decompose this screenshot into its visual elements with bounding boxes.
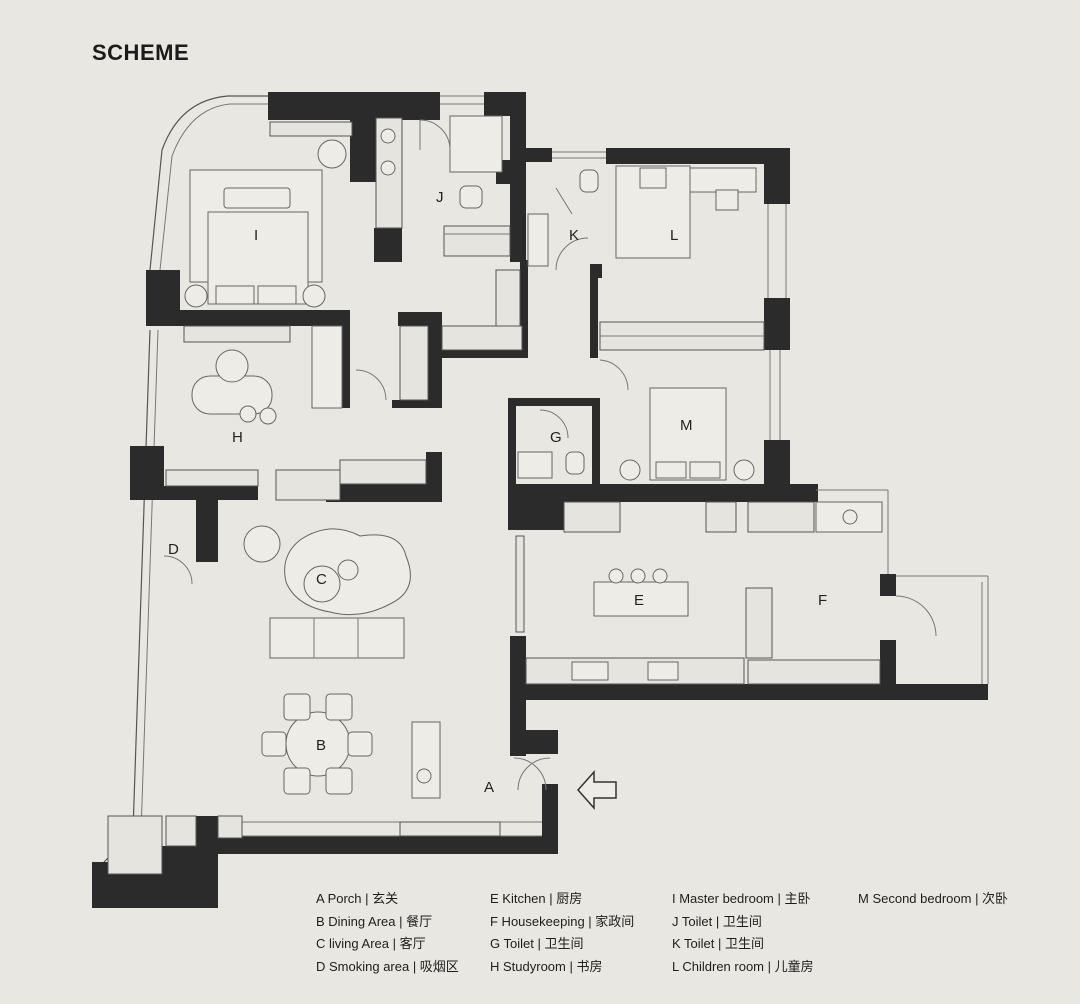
legend-item: F Housekeeping | 家政间 — [490, 913, 635, 929]
children-room-furniture — [599, 165, 765, 351]
room-label-h: H — [232, 429, 243, 446]
legend-col-2: E Kitchen | 厨房 F Housekeeping | 家政间 G To… — [490, 888, 634, 978]
entrance-arrow-icon — [576, 770, 617, 810]
studyroom-furniture — [165, 269, 523, 501]
legend-col-1: A Porch | 玄关 B Dining Area | 餐厅 C living… — [316, 888, 459, 978]
legend-col-3: I Master bedroom | 主卧 J Toilet | 卫生间 K T… — [672, 888, 814, 978]
legend-item: M Second bedroom | 次卧 — [858, 891, 1009, 906]
kitchen-furniture — [515, 501, 745, 685]
room-label-e: E — [634, 592, 644, 609]
legend-item: B Dining Area | 餐厅 — [316, 913, 433, 929]
room-label-b: B — [316, 737, 326, 754]
room-label-c: C — [316, 571, 327, 588]
second-bedroom-furniture — [599, 359, 755, 481]
room-label-m: M — [680, 417, 693, 434]
legend-col-4: M Second bedroom | 次卧 — [858, 888, 1008, 911]
legend-item: K Toilet | 卫生间 — [672, 936, 764, 951]
legend-item: C living Area | 客厅 — [316, 936, 426, 951]
legend-item: A Porch | 玄关 — [316, 891, 399, 906]
room-label-f: F — [818, 592, 827, 609]
room-label-j: J — [436, 189, 444, 206]
porch-details — [107, 757, 551, 875]
legend-item: L Children room | 儿童房 — [672, 958, 814, 974]
housekeeping-furniture — [745, 501, 937, 685]
walls — [92, 92, 988, 908]
room-label-i: I — [254, 227, 258, 244]
legend-item: I Master bedroom | 主卧 — [672, 891, 811, 906]
living-area-furniture — [163, 525, 411, 659]
toilet-g-fixtures — [517, 409, 585, 479]
legend-item: D Smoking area | 吸烟区 — [316, 958, 459, 974]
room-label-l: L — [670, 227, 678, 244]
legend-item: G Toilet | 卫生间 — [490, 936, 584, 951]
legend-item: J Toilet | 卫生间 — [672, 913, 762, 929]
exterior-shell — [103, 95, 272, 863]
room-label-g: G — [550, 429, 562, 446]
room-label-k: K — [569, 227, 579, 244]
toilet-k-fixtures — [527, 169, 599, 271]
legend-item: E Kitchen | 厨房 — [490, 891, 583, 906]
legend-item: H Studyroom | 书房 — [490, 958, 603, 974]
scheme-title: SCHEME — [92, 40, 190, 65]
dining-area-furniture — [261, 693, 441, 799]
master-bedroom-furniture — [184, 117, 403, 308]
room-label-a: A — [484, 779, 494, 796]
toilet-j-fixtures — [419, 115, 511, 257]
room-label-d: D — [168, 541, 179, 558]
